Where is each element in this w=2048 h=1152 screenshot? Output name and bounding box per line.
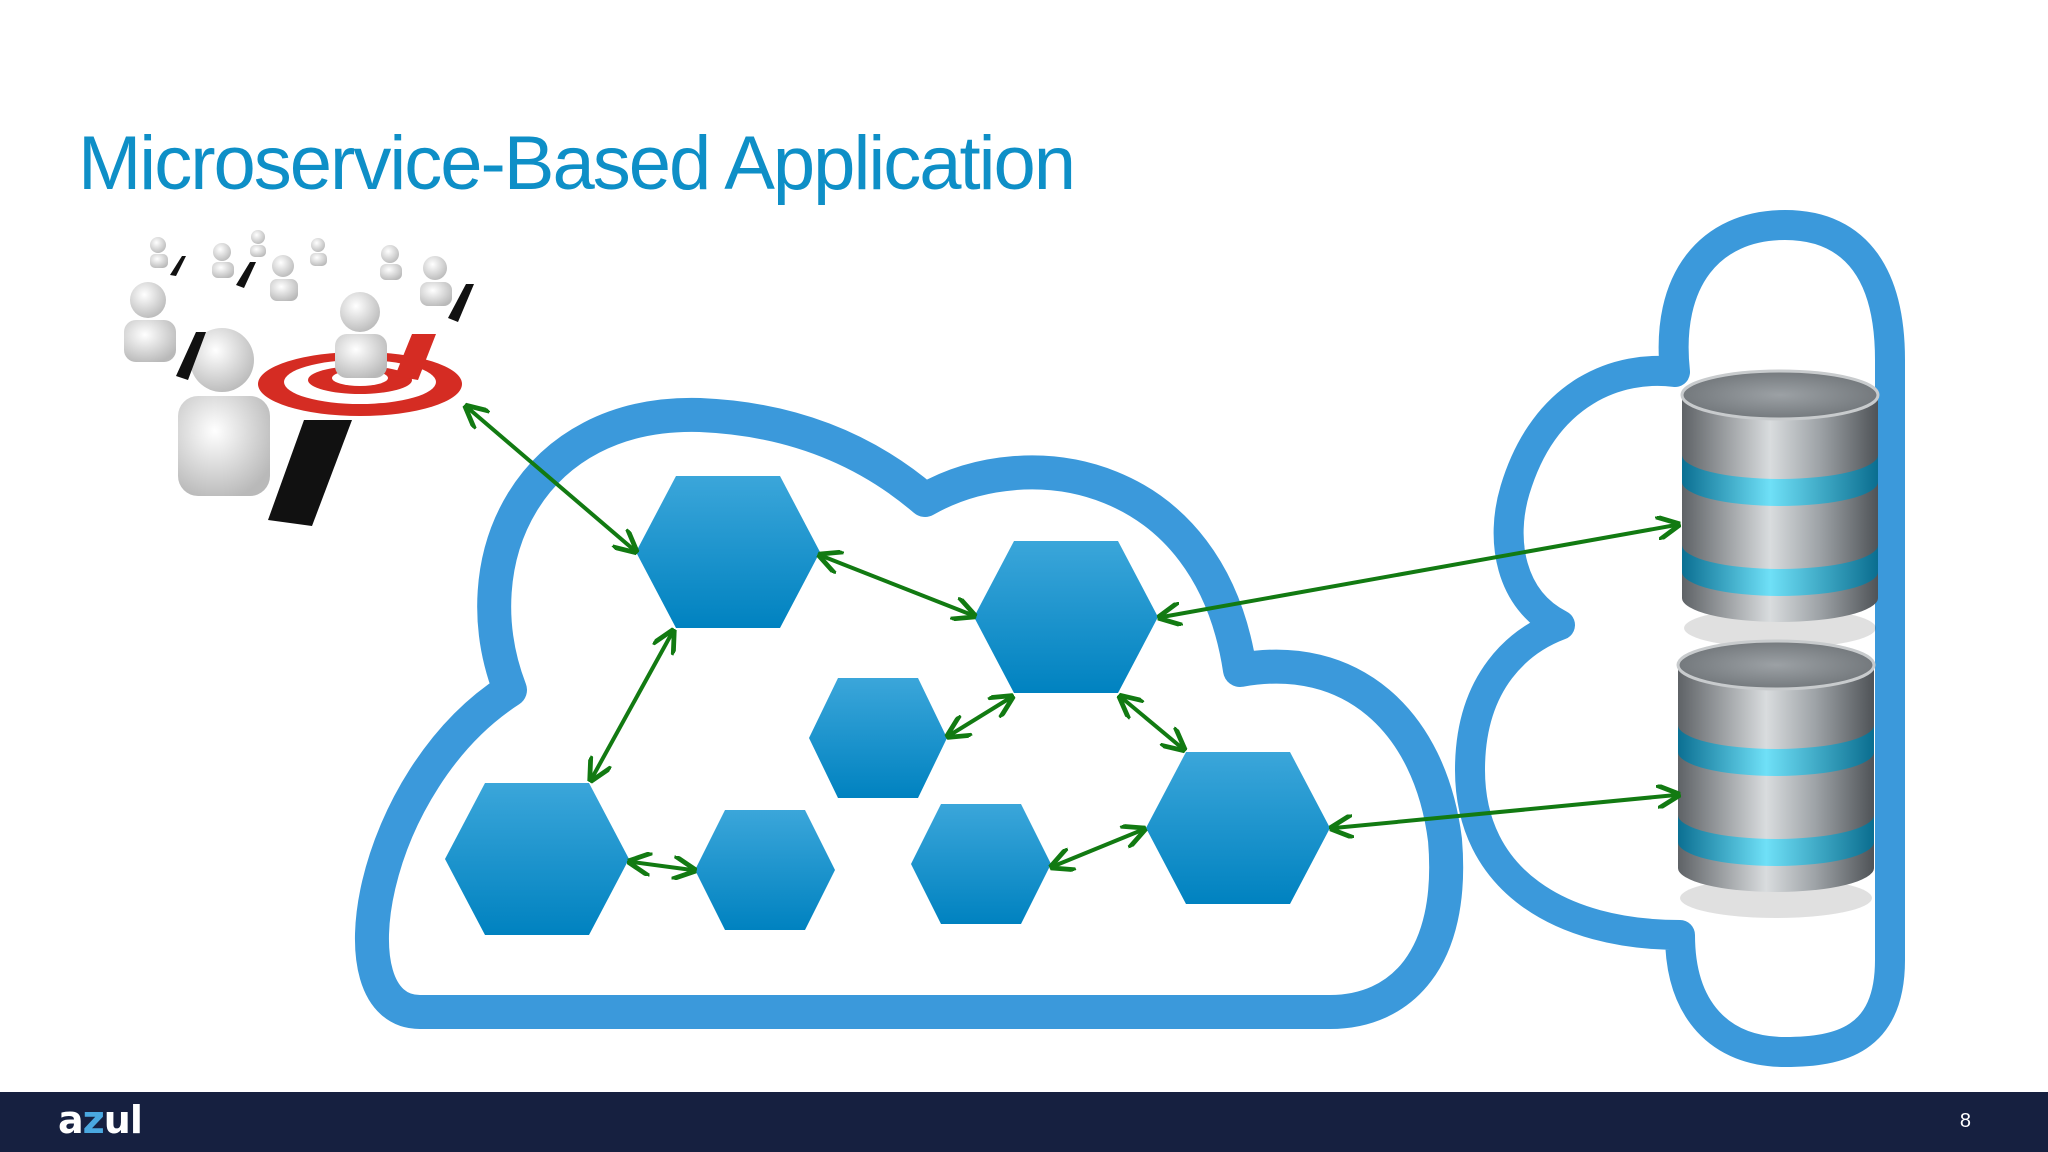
database-bottom-icon bbox=[1676, 639, 1876, 918]
logo-part: z bbox=[82, 1098, 105, 1142]
arrow-service-link bbox=[1122, 698, 1182, 748]
service-hexagon-icon bbox=[445, 783, 629, 935]
footer-bar: azul 8 bbox=[0, 1092, 2048, 1152]
service-hexagon-icon bbox=[636, 476, 820, 628]
slide-title: Microservice-Based Application bbox=[78, 121, 1076, 206]
logo-part: ul bbox=[103, 1098, 143, 1142]
microservices bbox=[445, 476, 1330, 935]
arrow-service-to-database bbox=[1334, 795, 1676, 828]
service-hexagon-icon bbox=[1146, 752, 1330, 904]
service-hexagon-icon bbox=[911, 804, 1051, 924]
arrow-users-to-service bbox=[468, 408, 634, 550]
arrow-service-to-database bbox=[1162, 525, 1676, 617]
connection-arrows bbox=[468, 408, 1676, 870]
arrow-service-link bbox=[822, 556, 972, 615]
service-hexagon-icon bbox=[809, 678, 947, 798]
service-hexagon-icon bbox=[974, 541, 1158, 693]
page-number: 8 bbox=[1959, 1110, 1971, 1132]
arrow-service-link bbox=[950, 698, 1010, 735]
service-hexagon-icon bbox=[695, 810, 835, 930]
architecture-diagram bbox=[124, 210, 1905, 1067]
database-top-icon bbox=[1680, 369, 1880, 648]
arrow-service-link bbox=[1054, 830, 1142, 866]
users-group-icon bbox=[124, 230, 474, 526]
azul-logo: azul bbox=[58, 1098, 143, 1142]
arrow-service-link bbox=[632, 862, 692, 870]
logo-part: a bbox=[58, 1098, 84, 1142]
arrow-service-link bbox=[592, 633, 672, 778]
